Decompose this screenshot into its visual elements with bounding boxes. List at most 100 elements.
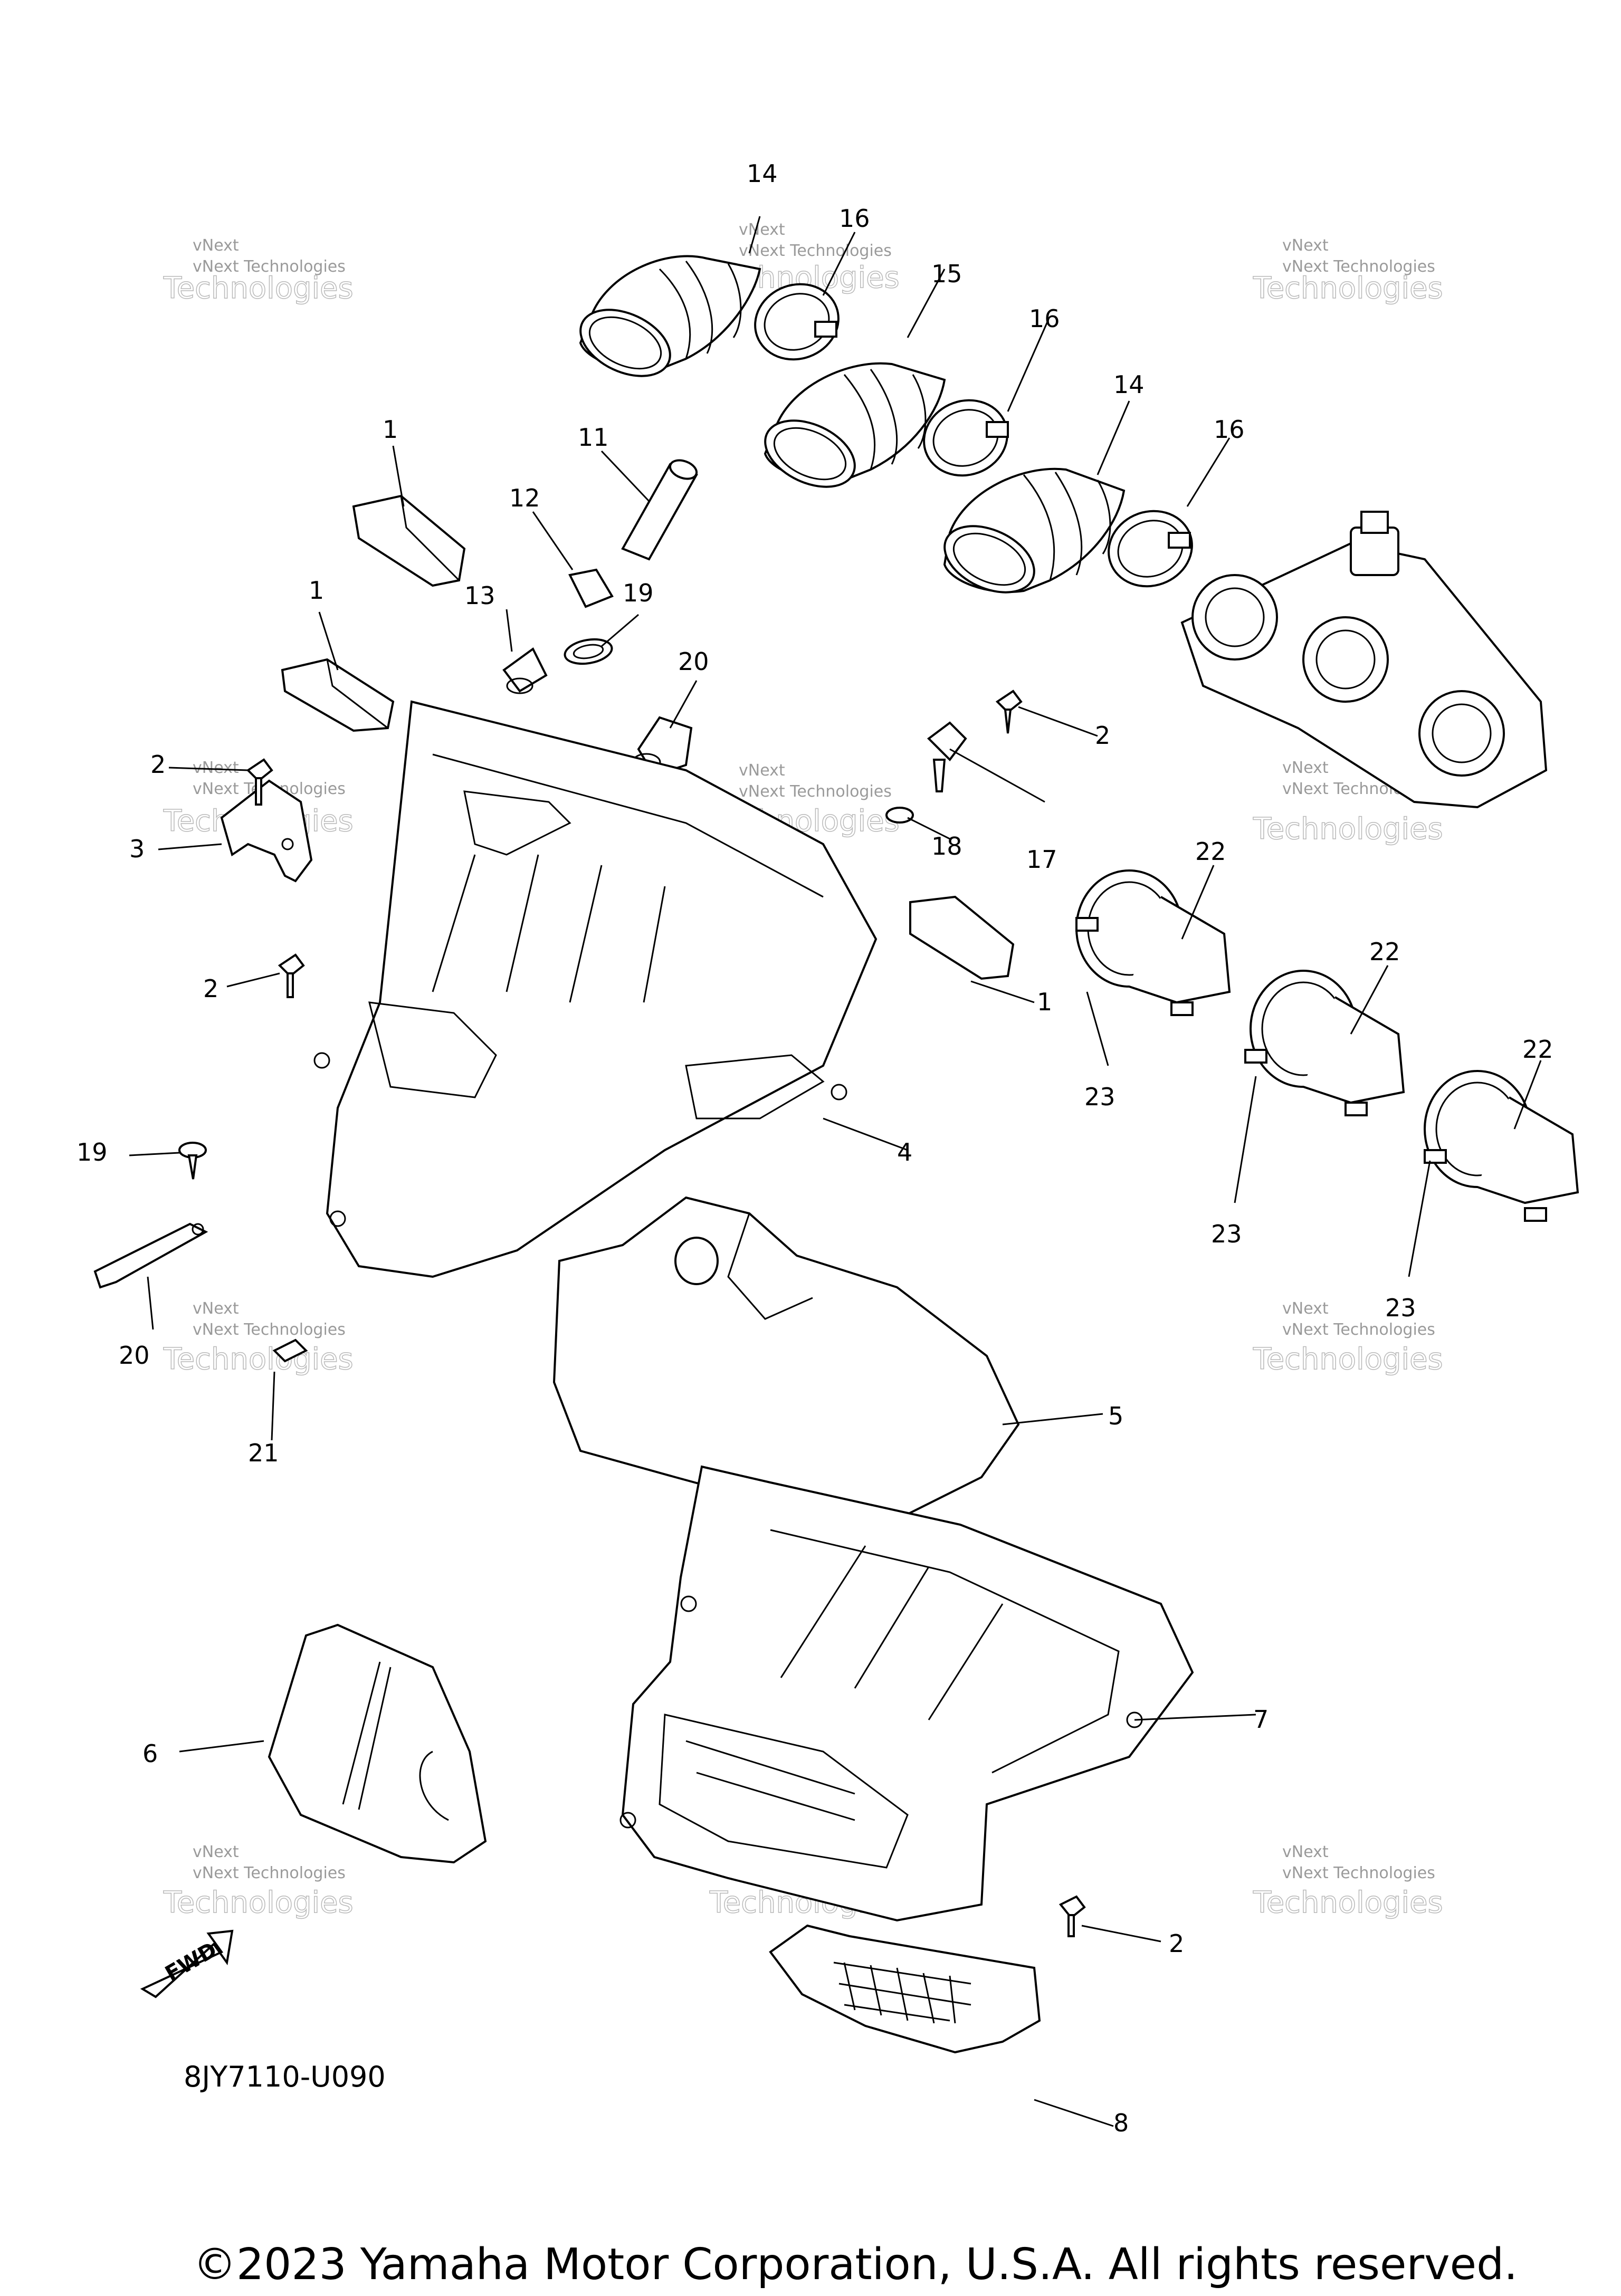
callout-4: 4 [897, 1138, 912, 1166]
air-filter-element [552, 1196, 1020, 1521]
clip-21 [272, 1338, 308, 1363]
svg-text:vNext: vNext [1282, 236, 1329, 255]
callout-23: 23 [1385, 1294, 1416, 1322]
callout-15: 15 [931, 260, 962, 288]
svg-text:Technologies: Technologies [1253, 1886, 1443, 1920]
svg-text:vNext Technologies: vNext Technologies [739, 242, 892, 260]
callout-16: 16 [1029, 304, 1060, 333]
callout-1: 1 [1037, 988, 1052, 1016]
screw-2-bottom [1059, 1895, 1086, 1937]
screw-19 [178, 1142, 207, 1180]
intake-funnel-center [764, 362, 946, 488]
callout-22: 22 [1369, 937, 1400, 966]
foam-tube [621, 459, 698, 561]
callout-20: 20 [119, 1341, 150, 1370]
svg-text:vNext: vNext [1282, 1843, 1329, 1861]
throttle-body-reference [1180, 511, 1548, 809]
fwd-arrow-icon: FWD [140, 1929, 234, 1998]
watermark: Technologies vNext vNext Technologies [1252, 1299, 1443, 1377]
foam-pad-right [909, 895, 1015, 980]
o-ring-18 [885, 807, 914, 824]
leader-lines [129, 216, 1542, 2127]
callout-21: 21 [248, 1439, 279, 1467]
svg-text:Technologies: Technologies [163, 1342, 354, 1376]
callout-2: 2 [1169, 1929, 1184, 1958]
callout-14: 14 [1113, 370, 1145, 399]
throttle-joint-1 [1075, 869, 1231, 1016]
mesh-guard [769, 1924, 1041, 2054]
svg-text:vNext: vNext [1282, 1299, 1329, 1318]
foam-pad-middle [281, 658, 395, 732]
callout-13: 20 [678, 647, 709, 676]
callout-2: 2 [1095, 721, 1110, 750]
diagram-code: 8JY7110-U090 [184, 2060, 386, 2093]
callout-5: 5 [1108, 1402, 1123, 1430]
callouts: 14 16 15 16 14 16 1 11 12 1 13 19 20 2 2… [77, 159, 1553, 2137]
callout-12: 19 [623, 579, 654, 607]
callout-14: 14 [747, 159, 778, 188]
hose-clamp-3 [1108, 510, 1193, 588]
callout-1: 1 [309, 576, 324, 605]
callout-7: 7 [1253, 1705, 1269, 1734]
seal-ring-12 [564, 638, 613, 665]
svg-text:vNext Technologies: vNext Technologies [739, 782, 892, 801]
screw-2-sensor [995, 690, 1023, 734]
watermark: Technologies vNext vNext Technologies [163, 1299, 354, 1377]
copyright-notice: ©2023 Yamaha Motor Corporation, U.S.A. A… [193, 2240, 1518, 2290]
intake-funnel-lower [943, 467, 1126, 594]
svg-text:vNext Technologies: vNext Technologies [193, 1864, 346, 1882]
svg-text:Technologies: Technologies [1253, 812, 1443, 846]
hose-clamp-1 [754, 283, 840, 361]
air-cleaner-case-lower [619, 1465, 1194, 1922]
svg-text:vNext Technologies: vNext Technologies [1282, 257, 1435, 276]
callout-16: 16 [839, 204, 870, 233]
svg-text:vNext Technologies: vNext Technologies [193, 1321, 346, 1339]
callout-3: 3 [129, 835, 145, 863]
watermark: Technologies vNext vNext Technologies [1252, 1843, 1443, 1920]
svg-text:vNext Technologies: vNext Technologies [1282, 1864, 1435, 1882]
callout-11: 13 [464, 581, 495, 610]
throttle-joint-2 [1244, 970, 1405, 1116]
grommet-10 [568, 568, 614, 608]
screw-2-left [278, 953, 305, 998]
callout-8: 8 [1113, 2109, 1129, 2137]
svg-text:Technologies: Technologies [1253, 271, 1443, 305]
svg-text:vNext: vNext [739, 221, 785, 239]
intake-temp-sensor [927, 721, 967, 792]
callout-1: 1 [383, 415, 398, 444]
watermark: Technologies vNext vNext Technologies [1252, 759, 1443, 847]
air-cleaner-case-upper [313, 700, 878, 1278]
svg-text:vNext: vNext [193, 236, 239, 255]
callout-2: 2 [150, 750, 166, 779]
svg-text:vNext Technologies: vNext Technologies [193, 257, 346, 276]
svg-text:Technologies: Technologies [163, 271, 354, 305]
callout-16: 16 [1214, 415, 1245, 444]
foam-pad-upper [352, 494, 466, 587]
svg-text:Technologies: Technologies [163, 1886, 354, 1920]
svg-text:vNext: vNext [193, 1299, 239, 1318]
intake-funnel-upper [579, 255, 761, 377]
callout-17: 17 [1026, 845, 1057, 874]
watermark: Technologies vNext vNext Technologies [163, 236, 354, 306]
callout-2: 2 [203, 974, 218, 1003]
callout-9: 11 [578, 423, 609, 452]
callout-19: 19 [77, 1138, 108, 1166]
callout-10: 12 [509, 484, 540, 512]
callout-22: 22 [1522, 1035, 1553, 1064]
grommet-11 [502, 647, 548, 694]
callout-6: 6 [142, 1739, 158, 1768]
fwd-label: FWD [161, 1938, 221, 1986]
callout-18: 18 [931, 832, 962, 860]
svg-text:vNext: vNext [739, 761, 785, 780]
svg-text:Technologies: Technologies [1253, 1342, 1443, 1376]
callout-22: 22 [1195, 837, 1226, 866]
svg-text:vNext: vNext [193, 1843, 239, 1861]
duct-cover [268, 1623, 487, 1864]
svg-text:vNext Technologies: vNext Technologies [1282, 1321, 1435, 1339]
svg-text:vNext: vNext [1282, 759, 1329, 777]
watermark: Technologies vNext vNext Technologies [1252, 236, 1443, 306]
watermark: Technologies vNext vNext Technologies [163, 1843, 354, 1920]
callout-23: 23 [1211, 1220, 1242, 1248]
bracket-3 [220, 779, 313, 883]
